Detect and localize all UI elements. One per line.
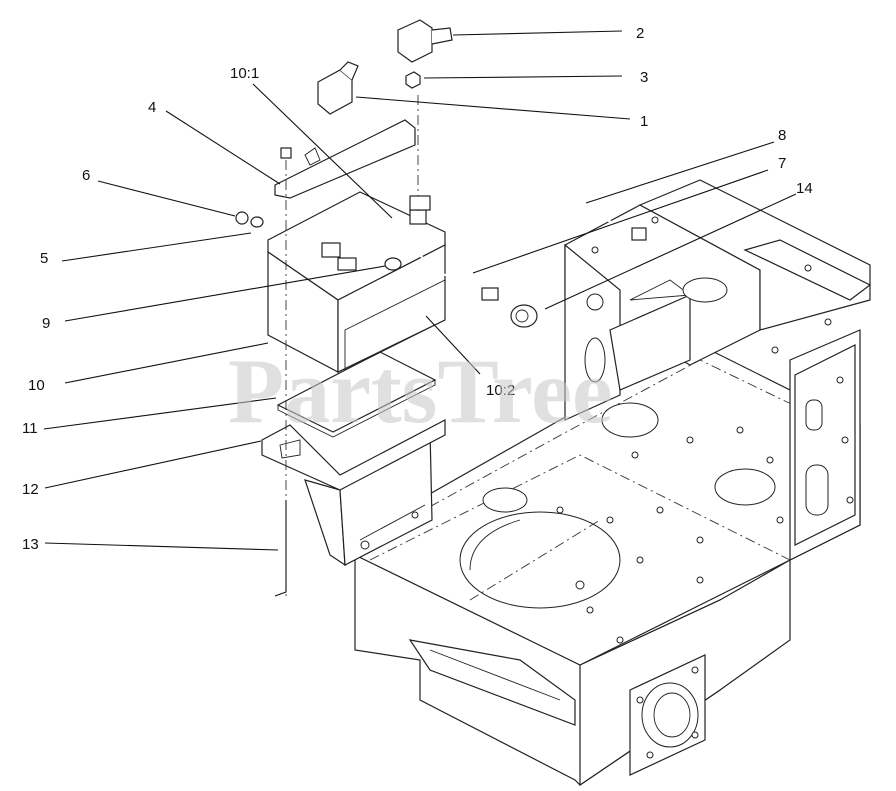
leader-lines	[43, 30, 797, 551]
terminal-boots	[317, 19, 453, 115]
j-bolt	[274, 147, 292, 597]
callout-7: 7	[778, 155, 786, 172]
bolt	[384, 257, 402, 271]
callout-10: 10	[28, 377, 45, 394]
watermark-logo: PartsTree	[228, 340, 613, 442]
callout-6: 6	[82, 167, 90, 184]
callout-14: 14	[796, 180, 813, 197]
callout-12: 12	[22, 481, 39, 498]
callout-10-1: 10:1	[230, 65, 259, 82]
chassis-frame	[338, 179, 872, 787]
callout-2: 2	[636, 25, 644, 42]
callout-1: 1	[640, 113, 648, 130]
callout-13: 13	[22, 536, 39, 553]
callout-11: 11	[22, 420, 38, 437]
callout-4: 4	[148, 99, 156, 116]
callout-9: 9	[42, 315, 50, 332]
callout-3: 3	[640, 69, 648, 86]
callout-5: 5	[40, 250, 48, 267]
battery	[267, 191, 446, 373]
callout-8: 8	[778, 127, 786, 144]
battery-cables	[324, 192, 647, 328]
battery-tray	[261, 419, 446, 567]
callout-10-2: 10:2	[486, 382, 515, 399]
nut-and-washer	[235, 211, 264, 228]
